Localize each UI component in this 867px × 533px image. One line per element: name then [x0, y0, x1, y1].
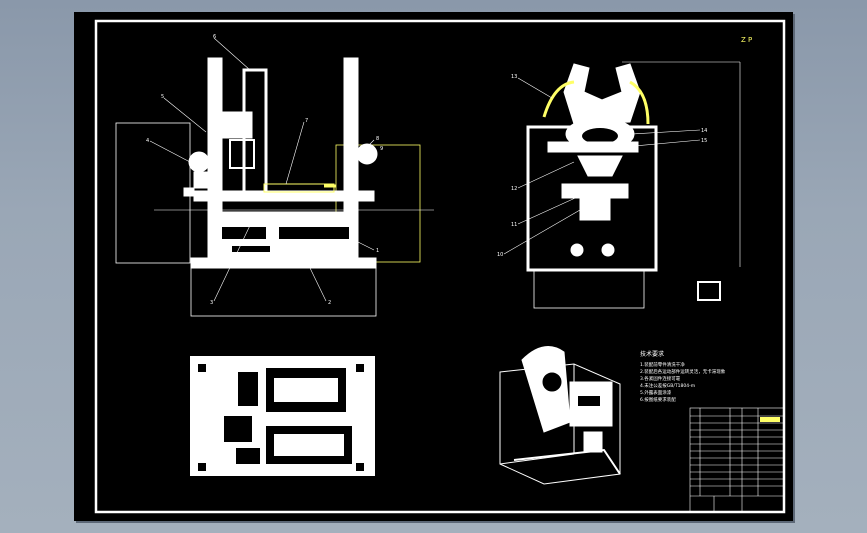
leader-14	[631, 129, 701, 135]
side-cam-hole	[582, 128, 618, 144]
front-body-slot-3	[232, 246, 270, 252]
front-body-slot-1	[222, 227, 266, 239]
drawing-sheet: Z P	[74, 12, 793, 521]
top-slot-3	[224, 416, 252, 442]
top-slot-1	[238, 372, 258, 406]
front-base-outline	[190, 267, 377, 317]
leader-6	[213, 37, 251, 71]
top-slot-5	[236, 448, 260, 464]
front-shaft-highlight	[263, 183, 335, 193]
front-balloons: 6 5 4 7 8 9 3 2 1	[146, 34, 383, 306]
notes-heading: 技术要求	[640, 350, 664, 358]
title-block	[689, 407, 785, 513]
front-reference-frame-left	[115, 122, 191, 264]
balloon-6: 6	[213, 34, 216, 40]
leader-3	[213, 216, 255, 302]
drawing-border	[94, 19, 786, 514]
front-upright-right	[343, 57, 359, 213]
balloon-8: 8	[376, 136, 379, 142]
balloon-1: 1	[376, 248, 379, 254]
side-base-outline	[533, 269, 645, 309]
side-gear-right	[601, 243, 615, 257]
note-line-2: 2.装配后各运动部件运转灵活，无卡滞现象	[640, 368, 726, 375]
side-post	[579, 197, 611, 221]
front-shaft-end	[183, 187, 195, 197]
side-balloons: 13 14 15 12 11 10	[497, 74, 707, 258]
balloon-2: 2	[328, 300, 331, 306]
leader-4	[149, 140, 191, 163]
iso-base-rail	[513, 448, 621, 475]
balloon-13: 13	[511, 74, 517, 80]
front-base-plate	[190, 257, 377, 269]
balloon-12: 12	[511, 186, 517, 192]
leader-7	[285, 121, 305, 185]
iso-clamp	[583, 431, 603, 453]
note-line-3: 3.各紧固件连接可靠	[640, 375, 681, 382]
side-clamp-block	[561, 183, 629, 199]
top-hole-4	[356, 463, 364, 471]
leader-12	[517, 161, 575, 189]
side-gear-left	[570, 243, 584, 257]
leader-11	[517, 193, 585, 225]
balloon-3: 3	[210, 300, 213, 306]
top-slot-2-inner	[274, 378, 338, 402]
front-motor-block	[221, 111, 253, 139]
note-line-5: 5.外露表面涂漆	[640, 389, 672, 396]
note-line-4: 4.未注公差按GB/T1804-m	[640, 382, 695, 389]
title-block-mark: Z P	[741, 36, 752, 44]
front-view	[115, 37, 434, 317]
leader-2	[309, 267, 327, 302]
top-view	[190, 356, 375, 476]
side-gripper	[563, 63, 641, 125]
leader-8	[363, 139, 375, 151]
leader-5	[163, 97, 207, 133]
side-arc-left	[542, 80, 575, 118]
side-jaw	[577, 155, 623, 177]
isometric-view	[499, 346, 621, 485]
balloon-7: 7	[305, 118, 308, 124]
top-hole-2	[356, 364, 364, 372]
drawing-canvas: Z P	[94, 19, 786, 514]
front-bracket-left	[193, 171, 209, 189]
front-bearing-left	[188, 151, 210, 173]
iso-gripper-slot	[578, 396, 600, 406]
technical-notes: 技术要求 1.装配前零件清洗干净 2.装配后各运动部件运转灵活，无卡滞现象 3.…	[640, 350, 726, 403]
side-arc-right	[629, 80, 650, 125]
leader-13	[517, 77, 553, 99]
balloon-15: 15	[701, 138, 707, 144]
front-bearing-right	[356, 143, 378, 165]
top-hole-1	[198, 364, 206, 372]
front-dimension-box	[335, 144, 421, 263]
front-gear-housing	[229, 139, 255, 169]
top-slot-4-inner	[274, 434, 344, 456]
balloon-9: 9	[380, 146, 383, 152]
leader-1	[357, 241, 375, 251]
title-block-frame	[689, 407, 785, 513]
balloon-14: 14	[701, 128, 707, 134]
iso-gear-hub	[541, 371, 563, 393]
top-hole-3	[198, 463, 206, 471]
leader-15	[633, 139, 701, 147]
balloon-10: 10	[497, 252, 503, 258]
balloon-4: 4	[146, 138, 149, 144]
note-line-6: 6.按图纸要求装配	[640, 396, 676, 403]
side-crossbar	[547, 141, 639, 153]
side-view	[503, 61, 741, 309]
front-upright-left	[207, 57, 223, 213]
detail-part-icon	[697, 281, 721, 301]
balloon-11: 11	[511, 222, 517, 228]
title-highlight-cell	[760, 417, 780, 422]
front-body-slot-2	[279, 227, 349, 239]
balloon-5: 5	[161, 94, 164, 100]
note-line-1: 1.装配前零件清洗干净	[640, 361, 685, 368]
leader-10	[503, 209, 581, 255]
